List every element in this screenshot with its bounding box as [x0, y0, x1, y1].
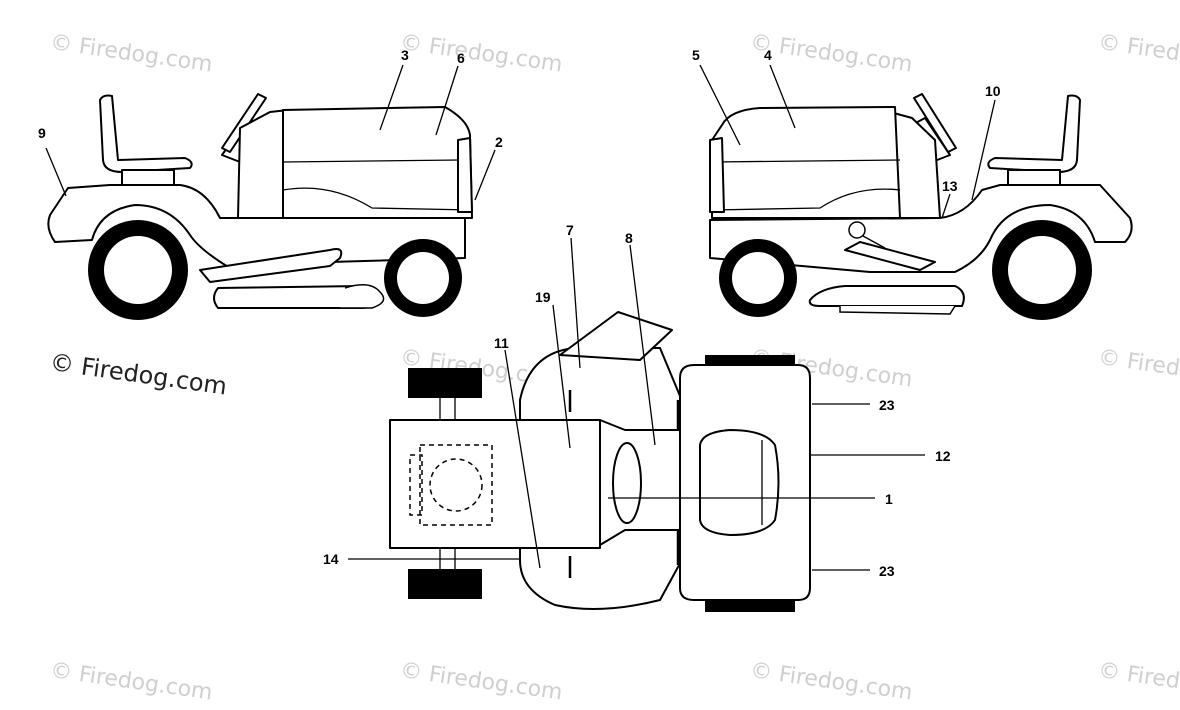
callout-13: 13 [942, 178, 958, 194]
callout-4: 4 [764, 47, 772, 63]
callout-labels: 9 3 6 2 5 4 10 13 7 8 19 11 23 12 1 14 2… [38, 47, 1001, 579]
callout-14: 14 [323, 551, 339, 567]
callout-12: 12 [935, 448, 951, 464]
mower-top-view [389, 311, 811, 612]
leader-lines [45, 64, 996, 571]
callout-9: 9 [38, 125, 46, 141]
callout-1: 1 [885, 491, 893, 507]
callout-19: 19 [535, 289, 551, 305]
mower-left-side-view [47, 93, 473, 320]
callout-8: 8 [625, 230, 633, 246]
callout-11: 11 [494, 335, 509, 351]
callout-6: 6 [457, 50, 465, 66]
callout-23-bottom: 23 [879, 563, 895, 579]
callout-2: 2 [495, 134, 503, 150]
callout-5: 5 [692, 47, 700, 63]
callout-10: 10 [985, 83, 1001, 99]
callout-23-top: 23 [879, 397, 895, 413]
callout-3: 3 [401, 47, 409, 63]
callout-7: 7 [566, 222, 574, 238]
mower-right-side-view [709, 93, 1133, 320]
